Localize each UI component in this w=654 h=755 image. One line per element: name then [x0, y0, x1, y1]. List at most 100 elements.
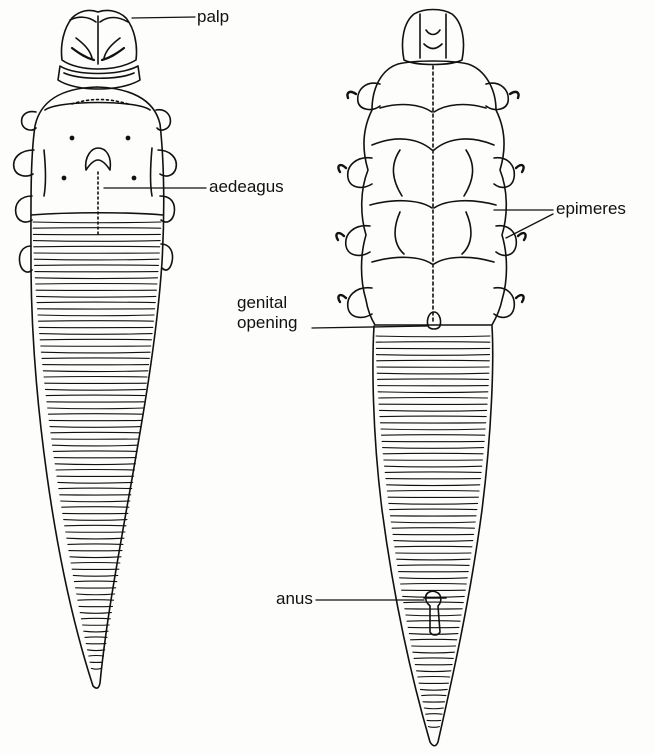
genital-label-line2: opening [237, 313, 298, 333]
annulation-line [398, 565, 470, 566]
annulation-line [71, 563, 120, 564]
annulation-line [397, 559, 470, 560]
annulation-line [61, 501, 130, 502]
annulation-line [420, 689, 447, 690]
annulation-line [85, 637, 107, 638]
ventral-leg-right-1 [486, 83, 508, 109]
genital-leader [312, 326, 428, 328]
annulation-line [64, 520, 127, 521]
annulation-line [376, 355, 489, 356]
annulation-line [378, 379, 489, 380]
anus-label: anus [276, 590, 313, 608]
annulation-line [46, 395, 145, 396]
right-leg-2 [158, 150, 176, 176]
annulation-line [428, 727, 439, 728]
annulation-line [395, 546, 472, 547]
annulation-line [70, 557, 121, 558]
annulation-line [44, 377, 147, 378]
annulation-line [53, 451, 137, 452]
annulation-line [45, 389, 145, 390]
annulation-line [377, 373, 489, 374]
annulation-line [379, 398, 488, 399]
annulation-line [89, 656, 104, 657]
annulation-line [33, 222, 161, 223]
ventral-leg-left-4 [348, 288, 372, 318]
annulation-line [67, 538, 124, 539]
annulation-line [33, 228, 161, 229]
annulation-line [91, 668, 101, 669]
genital-label-line1: genital [237, 293, 298, 313]
annulation-line [418, 677, 450, 678]
annulation-line [410, 639, 456, 640]
annulation-line [77, 594, 115, 595]
annulation-line [62, 507, 129, 508]
annulation-line [414, 658, 453, 659]
annulation-line [74, 581, 116, 582]
annulation-line [381, 435, 484, 436]
left-annulations [33, 222, 161, 669]
annulation-line [383, 448, 484, 449]
annulation-line [38, 315, 154, 316]
annulation-line [426, 714, 442, 715]
annulation-line [391, 522, 475, 523]
annulation-line [84, 631, 108, 632]
palp-leader [132, 17, 195, 18]
annulation-line [58, 482, 133, 483]
annulation-line [88, 650, 105, 651]
annulation-line [43, 371, 148, 372]
annulation-line [392, 528, 474, 529]
epimeres-leader-2 [506, 214, 553, 238]
aedeagus-structure [86, 148, 111, 170]
annulation-line [424, 708, 443, 709]
ventral-leg-left-2 [348, 158, 372, 188]
annulation-line [48, 414, 142, 415]
annulation-line [56, 470, 134, 471]
annulation-line [422, 695, 446, 696]
annulation-line [55, 464, 135, 465]
annulation-line [413, 652, 455, 653]
annulation-line [417, 671, 451, 672]
left-specimen-outline [14, 10, 177, 688]
annulation-line [387, 485, 480, 486]
annulation-line [406, 615, 461, 616]
annulation-line [41, 352, 150, 353]
annulation-line [35, 265, 159, 266]
annulation-line [401, 584, 467, 585]
ventral-leg-left-3 [346, 226, 370, 256]
right-gnathosoma [402, 10, 463, 65]
genital-opening-structure [427, 312, 440, 329]
annulation-line [400, 578, 468, 579]
annulation-line [78, 600, 114, 601]
annulation-line [385, 472, 481, 473]
annulation-line [40, 334, 152, 335]
right-annulations [376, 336, 490, 727]
annulation-line [51, 432, 140, 433]
left-leg-3 [16, 196, 32, 222]
annulation-line [59, 488, 132, 489]
annulation-line [383, 453, 483, 454]
annulation-line [403, 596, 465, 597]
annulation-line [409, 634, 458, 635]
annulation-line [404, 602, 463, 603]
annulation-line [39, 321, 154, 322]
right-specimen-outline [336, 10, 525, 746]
right-leg-3 [160, 196, 174, 222]
annulation-line [389, 503, 478, 504]
annulation-line [37, 296, 156, 297]
annulation-line [390, 509, 477, 510]
annulation-line [379, 410, 486, 411]
annulation-line [73, 575, 118, 576]
annulation-line [50, 427, 141, 428]
annulation-line [81, 618, 110, 619]
annulation-line [40, 339, 151, 340]
annulation-line [377, 360, 490, 361]
annulation-line [376, 342, 490, 343]
left-leg-1 [22, 112, 36, 130]
annulation-line [37, 302, 155, 303]
annulation-line [33, 241, 160, 242]
podosoma-outline [362, 61, 507, 325]
annulation-line [80, 613, 111, 614]
annulation-line [48, 408, 144, 409]
